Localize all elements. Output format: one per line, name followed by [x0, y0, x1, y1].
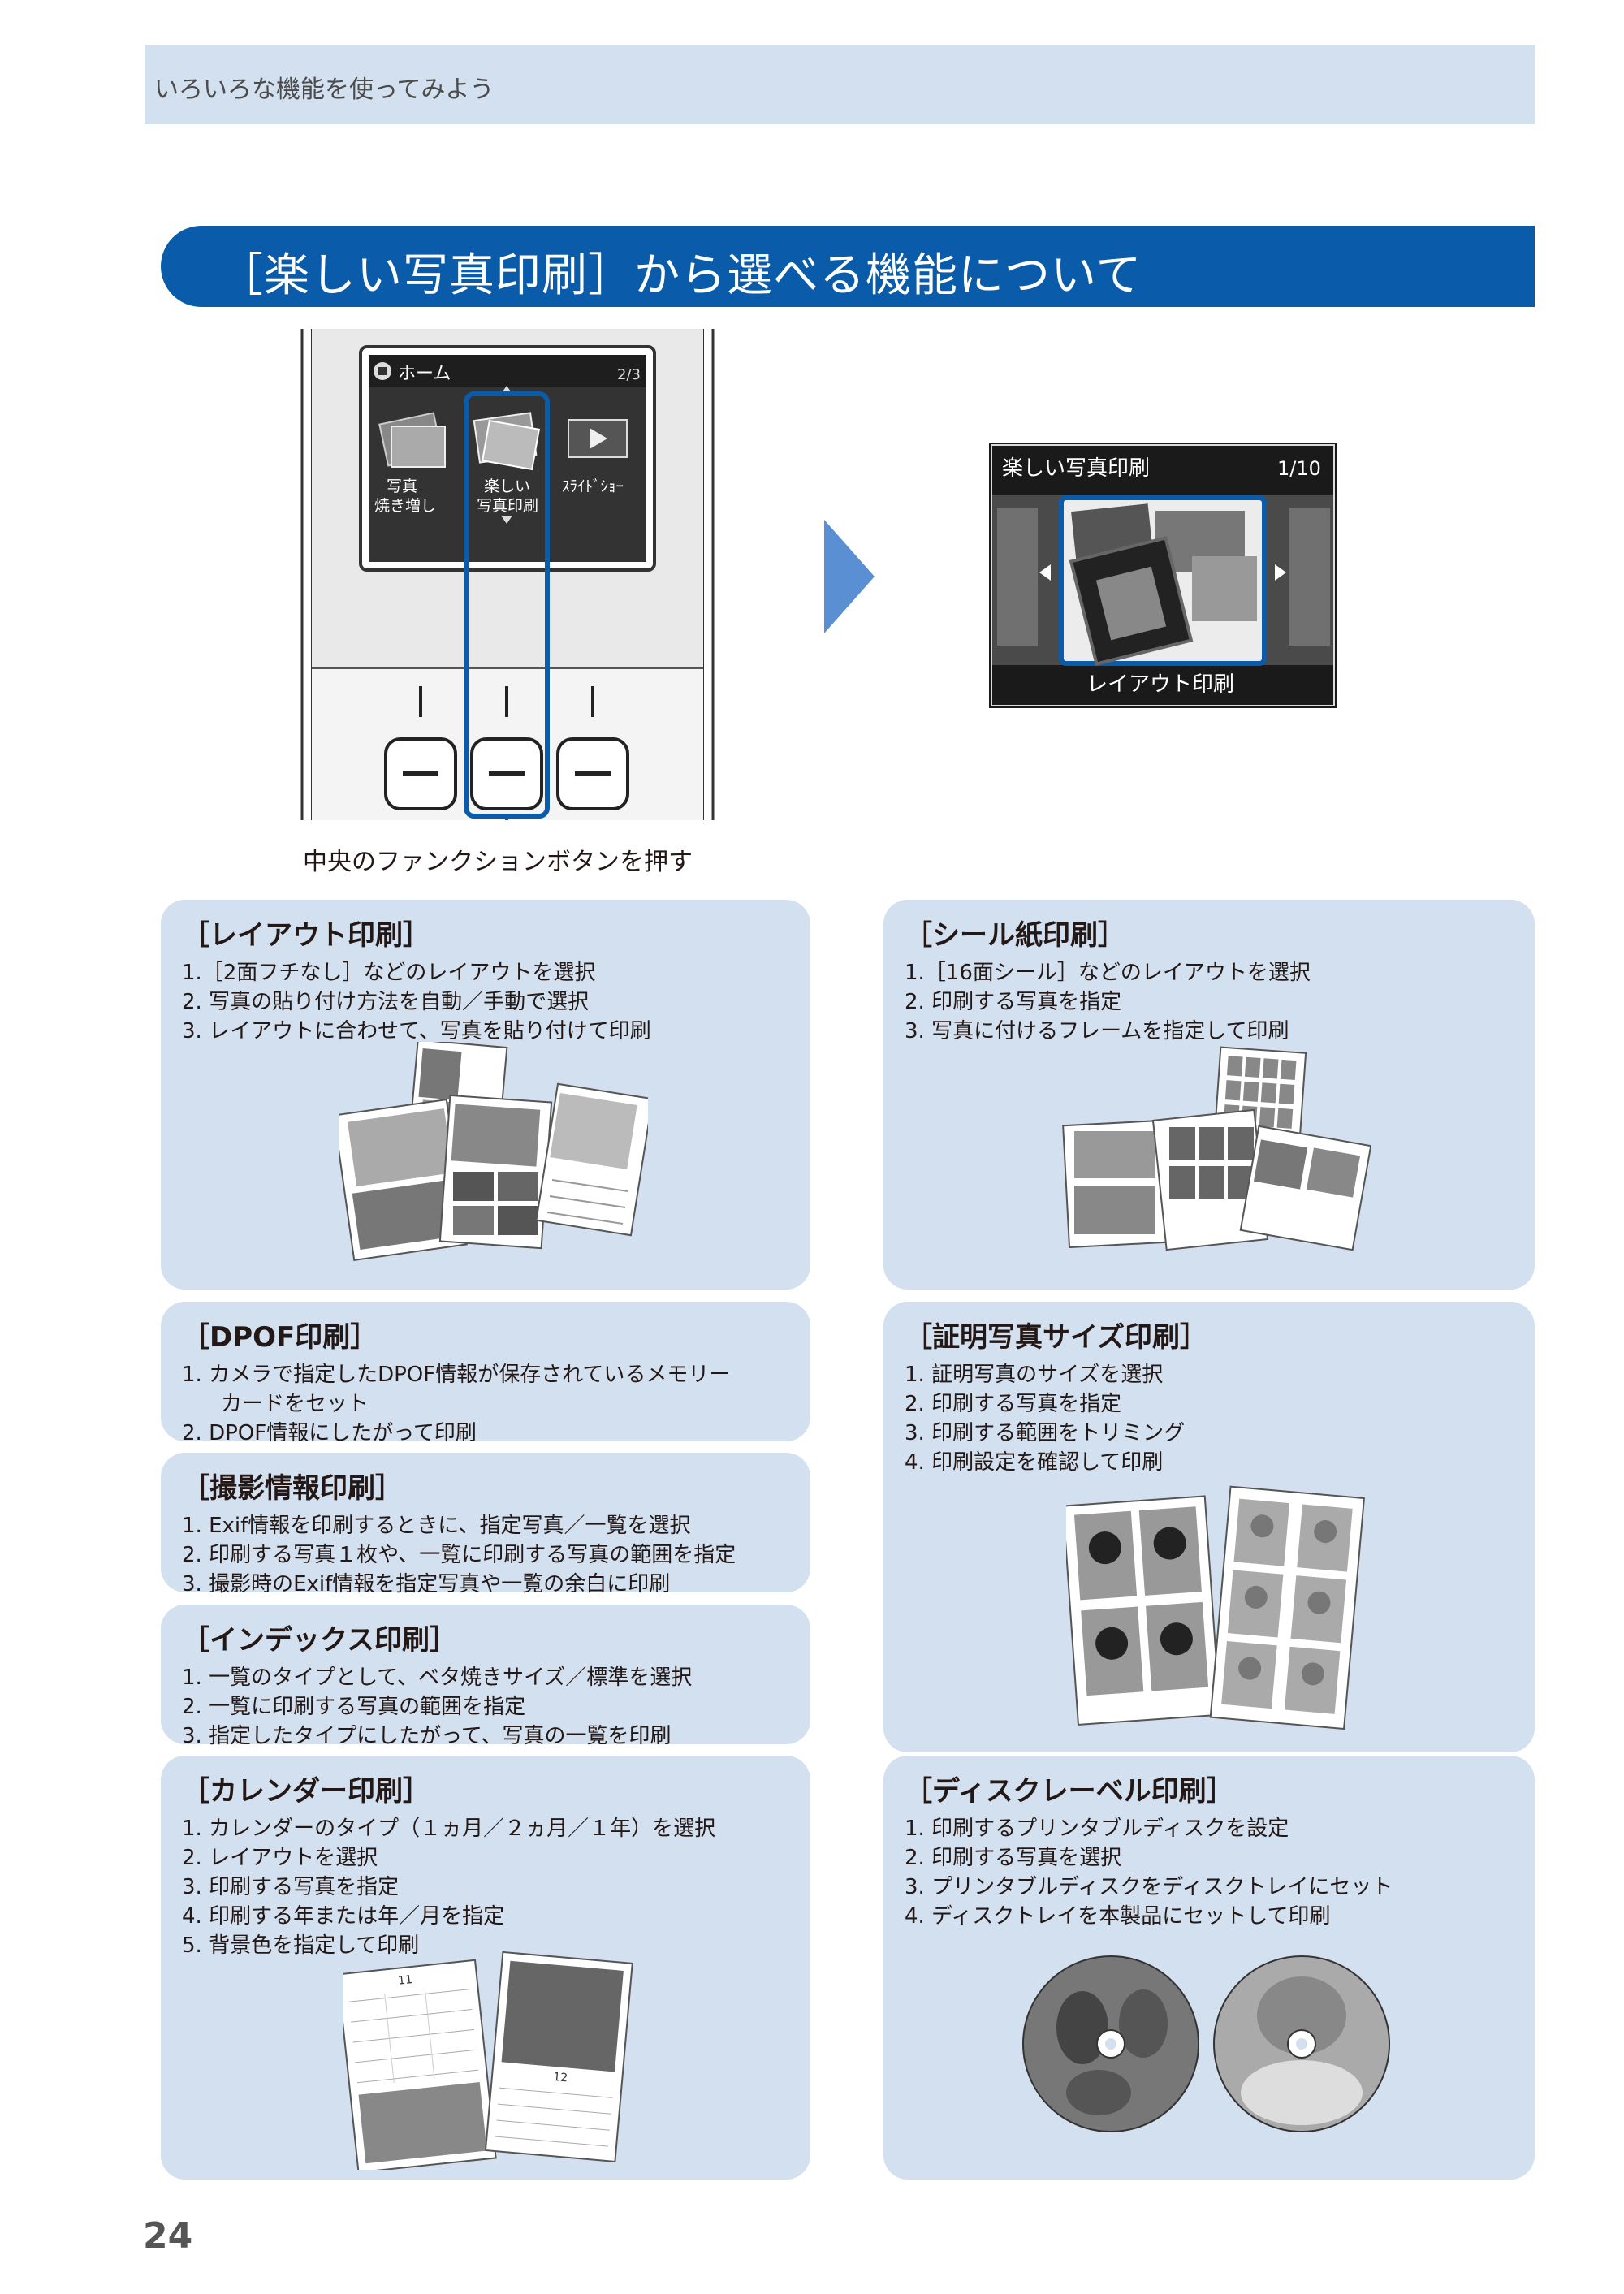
step-item: 3. 印刷する範囲をトリミング — [905, 1421, 1186, 1445]
menu-fun-photo-line1: 楽しい — [484, 477, 530, 495]
lcd-title: 楽しい写真印刷 — [1002, 456, 1150, 481]
lcd-footer: レイアウト印刷 — [1086, 672, 1234, 697]
step-item: 1. カレンダーのタイプ（１ヵ月／２ヵ月／１年）を選択 — [182, 1817, 716, 1841]
screen-page-indicator: 2/3 — [617, 366, 641, 383]
step-item: 2. 印刷する写真１枚や、一覧に印刷する写真の範囲を指定 — [182, 1543, 736, 1567]
lcd-screen-preview: 楽しい写真印刷 1/10 レイアウト印刷 — [989, 443, 1337, 708]
photo-reprint-icon — [378, 412, 446, 468]
calendar-sample-image: 11 12 — [343, 1951, 633, 2170]
step-item: 1. 証明写真のサイズを選択 — [905, 1363, 1164, 1387]
lcd-page: 1/10 — [1277, 457, 1321, 480]
device-illustration: ホーム 2/3 写真 焼き増し 楽しい 写真印刷 ｽﾗｲﾄﾞｼｮｰ — [300, 329, 715, 820]
disc-label-sample-image — [1022, 1955, 1390, 2132]
step-item: 4. 印刷設定を確認して印刷 — [905, 1450, 1164, 1475]
slideshow-icon — [568, 419, 628, 458]
card-idphoto-steps: 1. 証明写真のサイズを選択 2. 印刷する写真を指定 3. 印刷する範囲をトリ… — [905, 1360, 1185, 1477]
layout-print-sample-image — [339, 1042, 648, 1261]
step-item-continued: カードをセット — [221, 1392, 369, 1416]
step-item: 2. 一覧に印刷する写真の範囲を指定 — [182, 1695, 526, 1719]
menu-fun-photo-line2: 写真印刷 — [477, 497, 538, 515]
step-item: 1. 一覧のタイプとして、ベタ焼きサイズ／標準を選択 — [182, 1665, 693, 1690]
card-calendar-title: ［カレンダー印刷］ — [182, 1775, 430, 1808]
card-layout-title: ［レイアウト印刷］ — [182, 919, 430, 952]
step-item: 2. DPOF情報にしたがって印刷 — [182, 1421, 477, 1445]
step-item: 2. 印刷する写真を指定 — [905, 990, 1122, 1014]
page-number: 24 — [143, 2215, 193, 2257]
step-item: 2. 印刷する写真を選択 — [905, 1846, 1122, 1870]
card-index-print: ［インデックス印刷］ 1. 一覧のタイプとして、ベタ焼きサイズ／標準を選択 2.… — [161, 1605, 810, 1748]
card-exif-steps: 1. Exif情報を印刷するときに、指定写真／一覧を選択 2. 印刷する写真１枚… — [182, 1511, 736, 1599]
menu-photo-reprint-line2: 焼き増し — [374, 497, 436, 515]
card-id-photo-print: ［証明写真サイズ印刷］ 1. 証明写真のサイズを選択 2. 印刷する写真を指定 … — [883, 1302, 1535, 1752]
step-item: 1.［2面フチなし］などのレイアウトを選択 — [182, 961, 596, 985]
card-disc-steps: 1. 印刷するプリンタブルディスクを設定 2. 印刷する写真を選択 3. プリン… — [905, 1814, 1393, 1931]
home-label: ホーム — [398, 364, 451, 384]
step-item: 3. 撮影時のExif情報を指定写真や一覧の余白に印刷 — [182, 1572, 671, 1596]
step-item: 1.［16面シール］などのレイアウトを選択 — [905, 961, 1311, 985]
card-dpof-print: ［DPOF印刷］ 1. カメラで指定したDPOF情報が保存されているメモリー カ… — [161, 1302, 810, 1445]
step-item: 3. 印刷する写真を指定 — [182, 1875, 400, 1899]
device-caption: 中央のファンクションボタンを押す — [303, 848, 693, 876]
card-layout-print: ［レイアウト印刷］ 1.［2面フチなし］などのレイアウトを選択 2. 写真の貼り… — [161, 900, 810, 1290]
section-header-text: いろいろな機能を使ってみよう — [154, 76, 495, 104]
step-item: 2. 写真の貼り付け方法を自動／手動で選択 — [182, 990, 590, 1014]
page-title: ［楽しい写真印刷］から選べる機能について — [218, 249, 1142, 302]
lcd-right-arrow-icon — [1275, 564, 1286, 581]
step-item: 4. ディスクトレイを本製品にセットして印刷 — [905, 1904, 1331, 1929]
section-header: いろいろな機能を使ってみよう — [145, 45, 1535, 124]
step-item: 2. 印刷する写真を指定 — [905, 1392, 1122, 1416]
step-item: 3. プリンタブルディスクをディスクトレイにセット — [905, 1875, 1393, 1899]
step-item: 3. レイアウトに合わせて、写真を貼り付けて印刷 — [182, 1019, 651, 1043]
card-index-title: ［インデックス印刷］ — [182, 1624, 457, 1657]
lcd-left-arrow-icon — [1039, 564, 1051, 581]
card-disc-label-print: ［ディスクレーベル印刷］ 1. 印刷するプリンタブルディスクを設定 2. 印刷す… — [883, 1756, 1535, 2180]
step-item: 4. 印刷する年または年／月を指定 — [182, 1904, 505, 1929]
card-dpof-title: ［DPOF印刷］ — [182, 1321, 378, 1354]
step-item: 1. Exif情報を印刷するときに、指定写真／一覧を選択 — [182, 1514, 691, 1538]
menu-slideshow: ｽﾗｲﾄﾞｼｮｰ — [562, 477, 624, 495]
fun-photo-print-icon — [473, 412, 541, 471]
card-sticker-steps: 1.［16面シール］などのレイアウトを選択 2. 印刷する写真を指定 3. 写真… — [905, 958, 1311, 1046]
menu-photo-reprint-line1: 写真 — [387, 477, 417, 495]
step-item: 1. 印刷するプリンタブルディスクを設定 — [905, 1817, 1289, 1841]
step-item: 5. 背景色を指定して印刷 — [182, 1933, 420, 1958]
step-item: 1. カメラで指定したDPOF情報が保存されているメモリー — [182, 1363, 731, 1387]
card-calendar-steps: 1. カレンダーのタイプ（１ヵ月／２ヵ月／１年）を選択 2. レイアウトを選択 … — [182, 1814, 715, 1960]
card-dpof-steps: 1. カメラで指定したDPOF情報が保存されているメモリー カードをセット 2.… — [182, 1360, 730, 1448]
card-sticker-print: ［シール紙印刷］ 1.［16面シール］などのレイアウトを選択 2. 印刷する写真… — [883, 900, 1535, 1290]
calendar-month-b: 12 — [552, 2071, 568, 2084]
page-title-bar: ［楽しい写真印刷］から選べる機能について — [161, 226, 1535, 307]
card-idphoto-title: ［証明写真サイズ印刷］ — [905, 1321, 1207, 1354]
step-item: 3. 指定したタイプにしたがって、写真の一覧を印刷 — [182, 1724, 672, 1748]
step-item: 2. レイアウトを選択 — [182, 1846, 378, 1870]
down-arrow-icon — [501, 516, 512, 524]
calendar-month-a: 11 — [397, 1973, 412, 1988]
card-calendar-print: ［カレンダー印刷］ 1. カレンダーのタイプ（１ヵ月／２ヵ月／１年）を選択 2.… — [161, 1756, 810, 2180]
card-exif-title: ［撮影情報印刷］ — [182, 1472, 403, 1505]
card-exif-print: ［撮影情報印刷］ 1. Exif情報を印刷するときに、指定写真／一覧を選択 2.… — [161, 1453, 810, 1596]
id-photo-sample-image — [1066, 1485, 1365, 1730]
right-arrow-icon — [824, 520, 875, 633]
sticker-print-sample-image — [1062, 1046, 1371, 1251]
card-disc-title: ［ディスクレーベル印刷］ — [905, 1775, 1234, 1808]
card-sticker-title: ［シール紙印刷］ — [905, 919, 1125, 952]
step-item: 3. 写真に付けるフレームを指定して印刷 — [905, 1019, 1289, 1043]
card-index-steps: 1. 一覧のタイプとして、ベタ焼きサイズ／標準を選択 2. 一覧に印刷する写真の… — [182, 1663, 692, 1751]
home-icon — [374, 362, 391, 380]
card-layout-steps: 1.［2面フチなし］などのレイアウトを選択 2. 写真の貼り付け方法を自動／手動… — [182, 958, 651, 1046]
